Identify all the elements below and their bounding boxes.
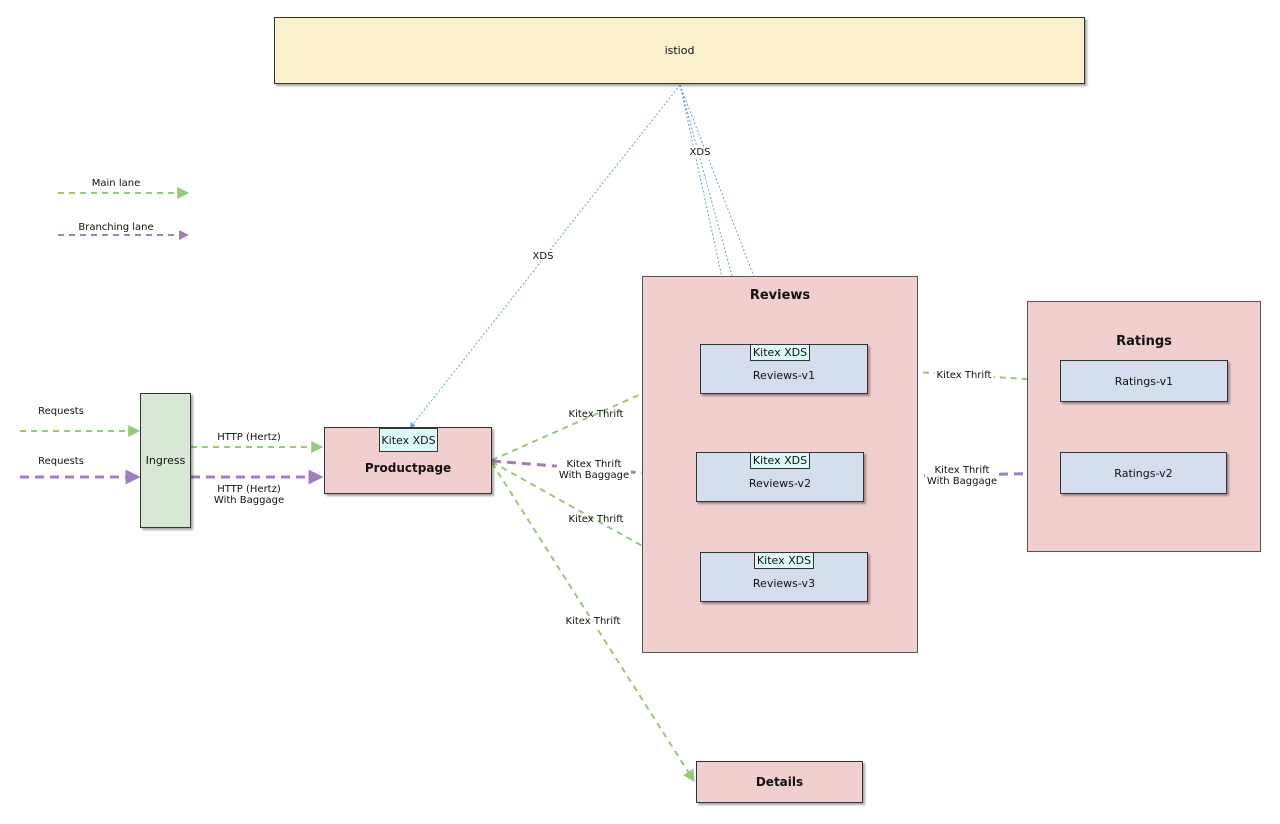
productpage-xds-badge[interactable]: Kitex XDS (379, 428, 438, 452)
legend-branch-label: Branching lane (78, 222, 154, 233)
thrift-ratings1-label: Kitex Thrift (934, 370, 994, 381)
reviews-v1-xds-badge[interactable]: Kitex XDS (750, 344, 810, 361)
thrift-details-label: Kitex Thrift (563, 616, 623, 627)
productpage-xds-label: Kitex XDS (381, 433, 436, 447)
reviews-v1-xds-label: Kitex XDS (752, 346, 808, 359)
requests-branch-label: Requests (38, 456, 84, 467)
reviews-v1-label: Reviews-v1 (752, 368, 816, 382)
reviews-title: Reviews (749, 288, 811, 303)
xds-reviews-label: XDS (687, 147, 713, 158)
reviews-v3-xds-label: Kitex XDS (756, 554, 812, 567)
thrift-v2-line1: Kitex Thrift (566, 459, 622, 470)
reviews-v1-node[interactable]: Reviews-v1 (700, 344, 868, 394)
ratings-v2-label: Ratings-v2 (1114, 466, 1173, 480)
thrift-ratings2-line1: Kitex Thrift (934, 465, 990, 476)
thrift-ratings2-line2: With Baggage (926, 476, 998, 487)
thrift-v2-label: Kitex Thrift With Baggage (556, 459, 632, 481)
ratings-group: Ratings (1027, 301, 1261, 552)
ratings-v1-node[interactable]: Ratings-v1 (1060, 360, 1228, 402)
reviews-v3-xds-badge[interactable]: Kitex XDS (754, 552, 814, 569)
http-branch-line2: With Baggage (213, 495, 285, 506)
http-branch-label: HTTP (Hertz) With Baggage (214, 484, 284, 506)
ratings-v2-node[interactable]: Ratings-v2 (1060, 452, 1227, 494)
thrift-v1-label: Kitex Thrift (568, 409, 624, 420)
productpage-node[interactable]: Productpage (324, 427, 492, 494)
ratings-title: Ratings (1116, 334, 1172, 349)
ingress-node[interactable]: Ingress (140, 393, 191, 528)
ingress-label: Ingress (145, 454, 186, 467)
productpage-label: Productpage (364, 460, 452, 475)
istiod-label: istiod (664, 44, 695, 57)
details-node[interactable]: Details (696, 761, 863, 803)
thrift-v2-line2: With Baggage (558, 470, 630, 481)
requests-main-label: Requests (38, 406, 84, 417)
xds-product-label: XDS (530, 251, 556, 262)
details-label: Details (755, 775, 804, 789)
http-branch-line1: HTTP (Hertz) (217, 484, 281, 495)
thrift-ratings2-label: Kitex Thrift With Baggage (924, 465, 1000, 487)
ratings-v1-label: Ratings-v1 (1114, 374, 1174, 388)
istiod-node[interactable]: istiod (274, 17, 1085, 84)
reviews-v2-label: Reviews-v2 (748, 476, 812, 490)
http-main-label: HTTP (Hertz) (217, 432, 281, 443)
thrift-v3-label: Kitex Thrift (568, 514, 624, 525)
legend-main-label: Main lane (91, 178, 141, 189)
reviews-v3-label: Reviews-v3 (752, 576, 816, 590)
reviews-v2-xds-badge[interactable]: Kitex XDS (750, 452, 810, 469)
reviews-v2-xds-label: Kitex XDS (752, 454, 808, 467)
